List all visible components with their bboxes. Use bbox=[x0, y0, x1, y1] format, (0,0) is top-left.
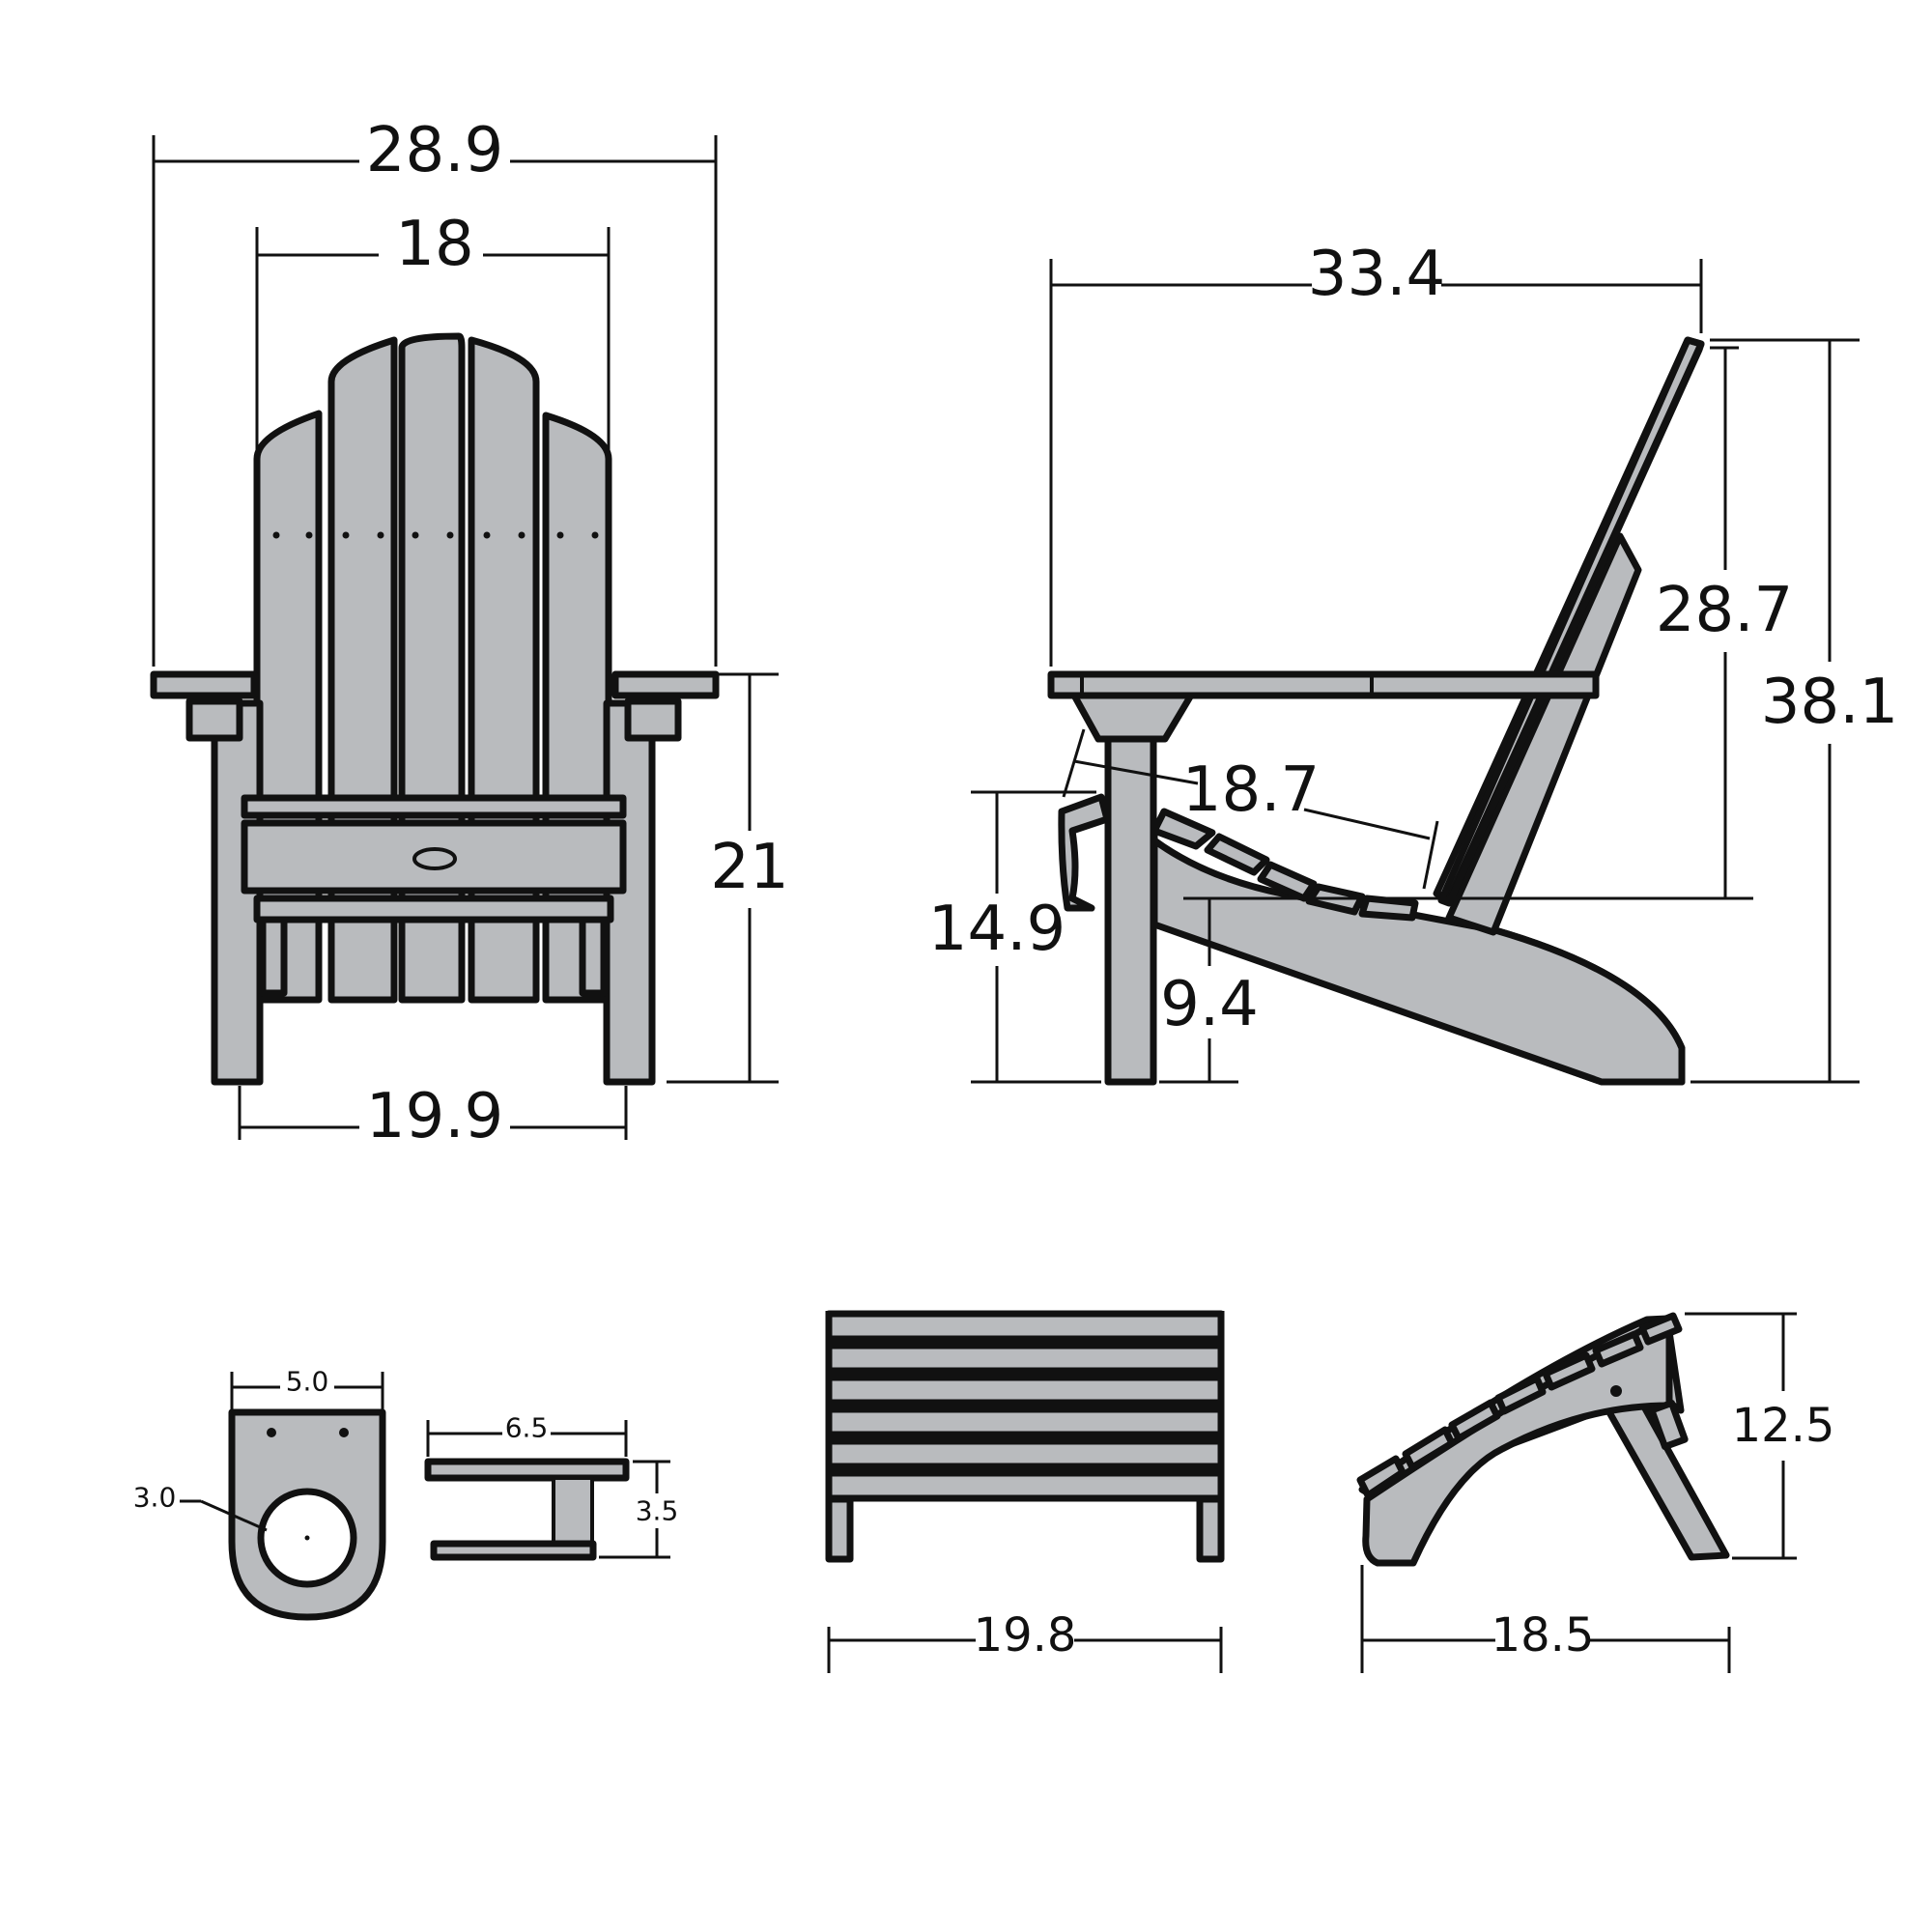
dim-front-back-width: 18 bbox=[395, 209, 473, 280]
dim-side-overall-height: 38.1 bbox=[1761, 667, 1899, 738]
back-support bbox=[1445, 532, 1642, 936]
dim-side-seat-depth: 18.7 bbox=[1182, 754, 1321, 826]
dim-ottoman-front-width: 19.8 bbox=[974, 1608, 1077, 1662]
dim-ottoman-side-depth: 18.5 bbox=[1492, 1608, 1595, 1662]
cup-holder-top-view: 5.0 3.0 bbox=[133, 1366, 386, 1621]
dim-cup-width: 5.0 bbox=[286, 1366, 329, 1398]
ottoman-slat-side bbox=[1592, 1330, 1644, 1368]
ottoman-slat-side bbox=[1542, 1351, 1596, 1391]
side-view-dimensions: 33.4 38.1 28.7 18.7 14.9 9.4 bbox=[928, 239, 1899, 1084]
ottoman-slat-side bbox=[1494, 1375, 1547, 1415]
ottoman-slat bbox=[825, 1469, 1225, 1502]
ottoman-side-view: 12.5 18.5 bbox=[1356, 1312, 1835, 1673]
side-view-chair bbox=[1047, 336, 1705, 1086]
seat-slat bbox=[1358, 895, 1419, 922]
dim-front-seat-width: 19.9 bbox=[366, 1081, 504, 1152]
dim-side-seat-rear-height: 9.4 bbox=[1160, 969, 1259, 1040]
side-arm-bracket bbox=[1069, 690, 1196, 743]
front-view-chair bbox=[150, 332, 720, 1086]
dim-cup-hole-diameter: 3.0 bbox=[133, 1482, 177, 1514]
arm-bracket-left bbox=[185, 697, 243, 742]
side-armrest bbox=[1047, 670, 1600, 699]
dim-front-overall-width: 28.9 bbox=[366, 115, 504, 186]
ottoman-slat bbox=[825, 1342, 1225, 1375]
dim-side-overall-depth: 33.4 bbox=[1308, 239, 1446, 310]
seat-lower-rail bbox=[253, 895, 614, 923]
ottoman-slat bbox=[825, 1437, 1225, 1470]
screw-hole bbox=[339, 1428, 349, 1437]
cup-side-base bbox=[430, 1540, 597, 1561]
side-front-leg bbox=[1104, 735, 1157, 1086]
ottoman-slat-side bbox=[1448, 1399, 1501, 1442]
ottoman-front-view: 19.8 bbox=[825, 1310, 1225, 1673]
screw-hole bbox=[267, 1428, 276, 1437]
dim-front-arm-height: 21 bbox=[710, 832, 788, 903]
dim-side-back-height: 28.7 bbox=[1656, 575, 1794, 646]
ottoman-pivot bbox=[1610, 1385, 1622, 1397]
cup-center-dot bbox=[304, 1535, 310, 1541]
front-view-dimensions: 28.9 18 21 19.9 bbox=[152, 115, 789, 1152]
armrest-left bbox=[150, 670, 258, 699]
back-slat-side-outer bbox=[1437, 336, 1705, 907]
seat-slat bbox=[1204, 833, 1270, 876]
rear-leg-left bbox=[259, 912, 288, 997]
arm-bracket-right bbox=[624, 697, 682, 742]
side-runner-body bbox=[1151, 837, 1686, 1086]
dim-side-seat-front-height: 14.9 bbox=[928, 894, 1066, 965]
cup-side-plate bbox=[424, 1458, 630, 1482]
ottoman-slat-side bbox=[1402, 1426, 1456, 1471]
ottoman-leg-block bbox=[1648, 1399, 1689, 1451]
ottoman-slat-side bbox=[1356, 1455, 1406, 1499]
rear-leg-right bbox=[579, 912, 608, 997]
ottoman-slat bbox=[825, 1374, 1225, 1406]
ottoman-slat bbox=[825, 1310, 1225, 1343]
apron-logo bbox=[412, 847, 457, 870]
cup-holder-side-view: 6.5 3.5 bbox=[424, 1412, 679, 1561]
dim-cup-side-height: 3.5 bbox=[636, 1495, 679, 1527]
armrest-right bbox=[611, 670, 720, 699]
dim-ottoman-height: 12.5 bbox=[1732, 1399, 1835, 1453]
dim-cup-side-width: 6.5 bbox=[505, 1412, 549, 1444]
seat-front-top bbox=[241, 794, 627, 819]
seat-front-block bbox=[1058, 793, 1111, 912]
ottoman-slat bbox=[825, 1406, 1225, 1438]
seat-slat bbox=[1151, 808, 1216, 850]
ottoman-slat-side bbox=[1638, 1312, 1683, 1346]
back-screw-dots bbox=[272, 531, 599, 539]
